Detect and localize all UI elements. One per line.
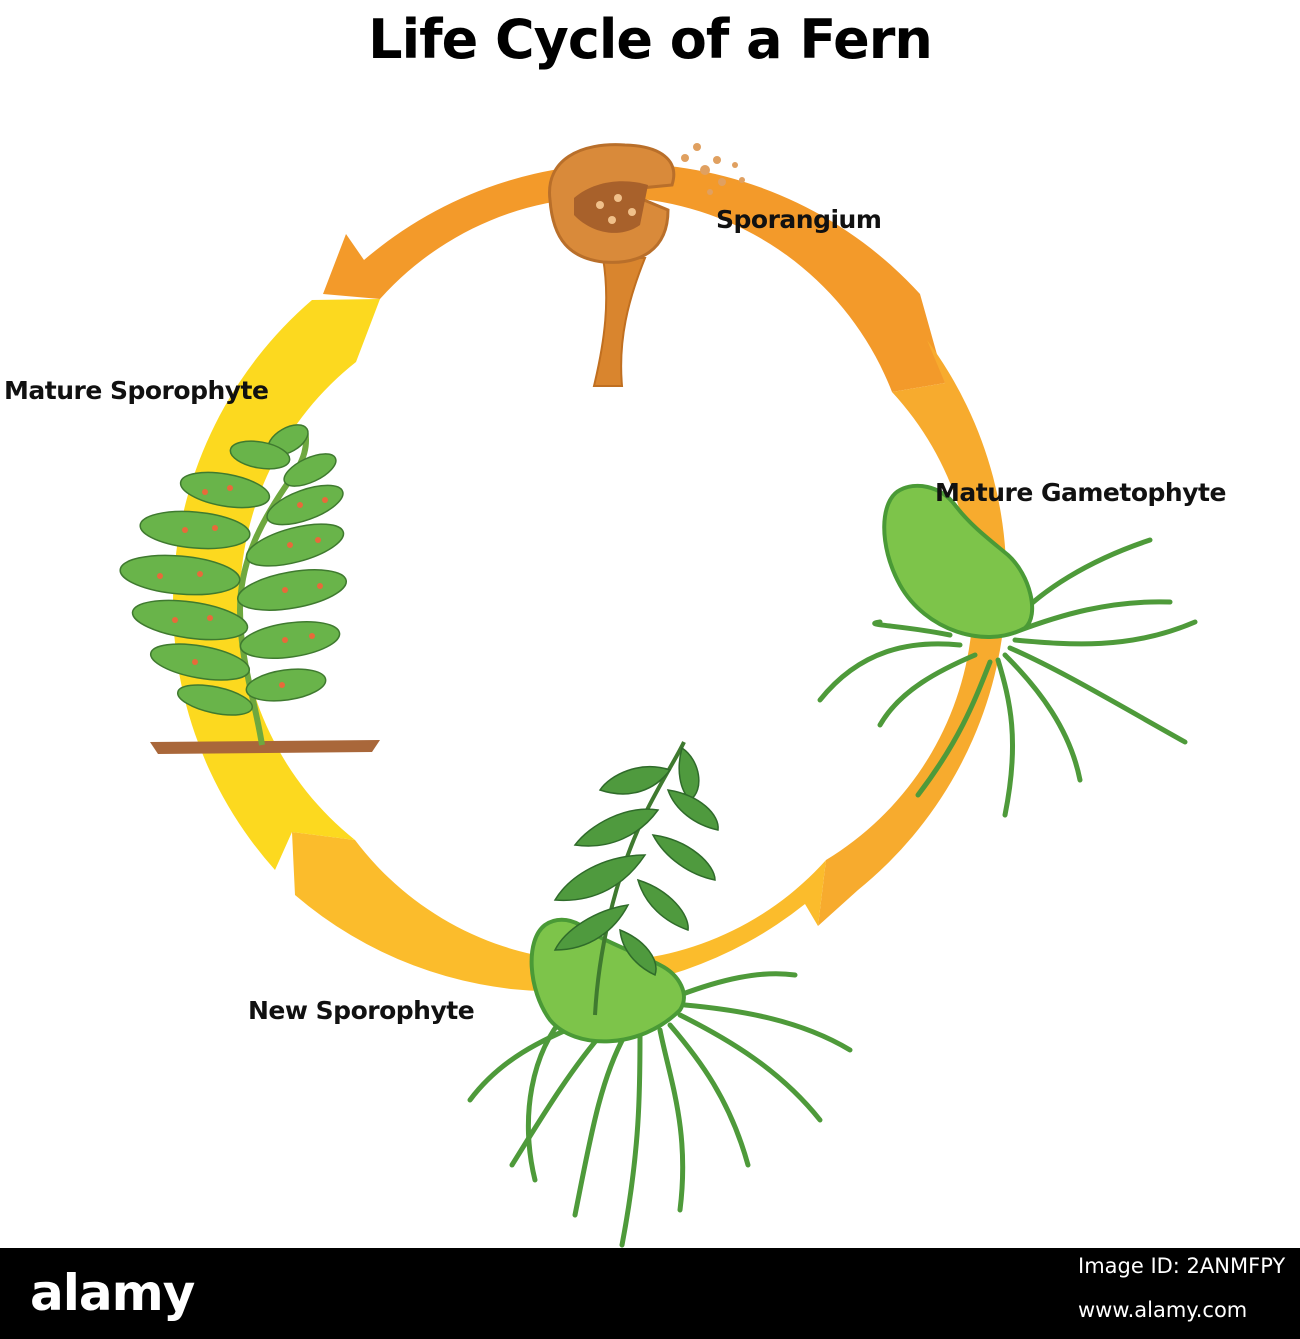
- spore: [700, 165, 710, 175]
- new-sporophyte-thallus: [529, 917, 686, 1044]
- watermark-footer: alamy Image ID: 2ANMFPY www.alamy.com: [0, 1248, 1300, 1339]
- alamy-logo: alamy: [30, 1264, 195, 1322]
- gametophyte-thallus: [882, 483, 1035, 639]
- spore: [732, 162, 738, 168]
- new-sporophyte-illustration: [467, 741, 853, 1248]
- spore: [614, 194, 622, 202]
- mature-sporophyte-illustration: [119, 424, 380, 754]
- life-cycle-diagram: [119, 143, 1198, 1248]
- sporangium-stalk: [592, 257, 647, 387]
- spore: [693, 143, 701, 151]
- label-sporangium: Sporangium: [716, 205, 882, 234]
- spore: [608, 216, 616, 224]
- mature-gametophyte-illustration: [817, 483, 1198, 818]
- gametophyte-roots: [817, 537, 1198, 818]
- young-frond-stem: [593, 741, 686, 1016]
- spore: [707, 189, 713, 195]
- label-mature-gametophyte: Mature Gametophyte: [935, 478, 1226, 507]
- arrow-new-sporophyte-to-mature-sporophyte: [292, 832, 826, 992]
- sporangium-interior: [574, 181, 648, 233]
- spore: [681, 154, 689, 162]
- arrow-mature-sporophyte-to-sporangium: [172, 299, 380, 870]
- label-mature-sporophyte: Mature Sporophyte: [4, 376, 269, 405]
- spore: [739, 177, 745, 183]
- young-frond-leaflets: [553, 746, 719, 977]
- diagram-title: Life Cycle of a Fern: [368, 8, 933, 71]
- site-url: www.alamy.com: [1078, 1298, 1248, 1322]
- image-id: Image ID: 2ANMFPY: [1078, 1254, 1286, 1278]
- arrow-gametophyte-to-new-sporophyte: [818, 340, 1007, 926]
- spore: [713, 156, 721, 164]
- spore: [628, 208, 636, 216]
- spore: [596, 201, 604, 209]
- sporangium-illustration: [548, 143, 745, 387]
- soil: [150, 740, 380, 754]
- spore: [718, 178, 726, 186]
- sori-dots: [157, 485, 328, 688]
- mature-frond-leaflets: [119, 424, 348, 716]
- label-new-sporophyte: New Sporophyte: [248, 996, 475, 1025]
- arrow-sporangium-to-gametophyte: [323, 163, 945, 392]
